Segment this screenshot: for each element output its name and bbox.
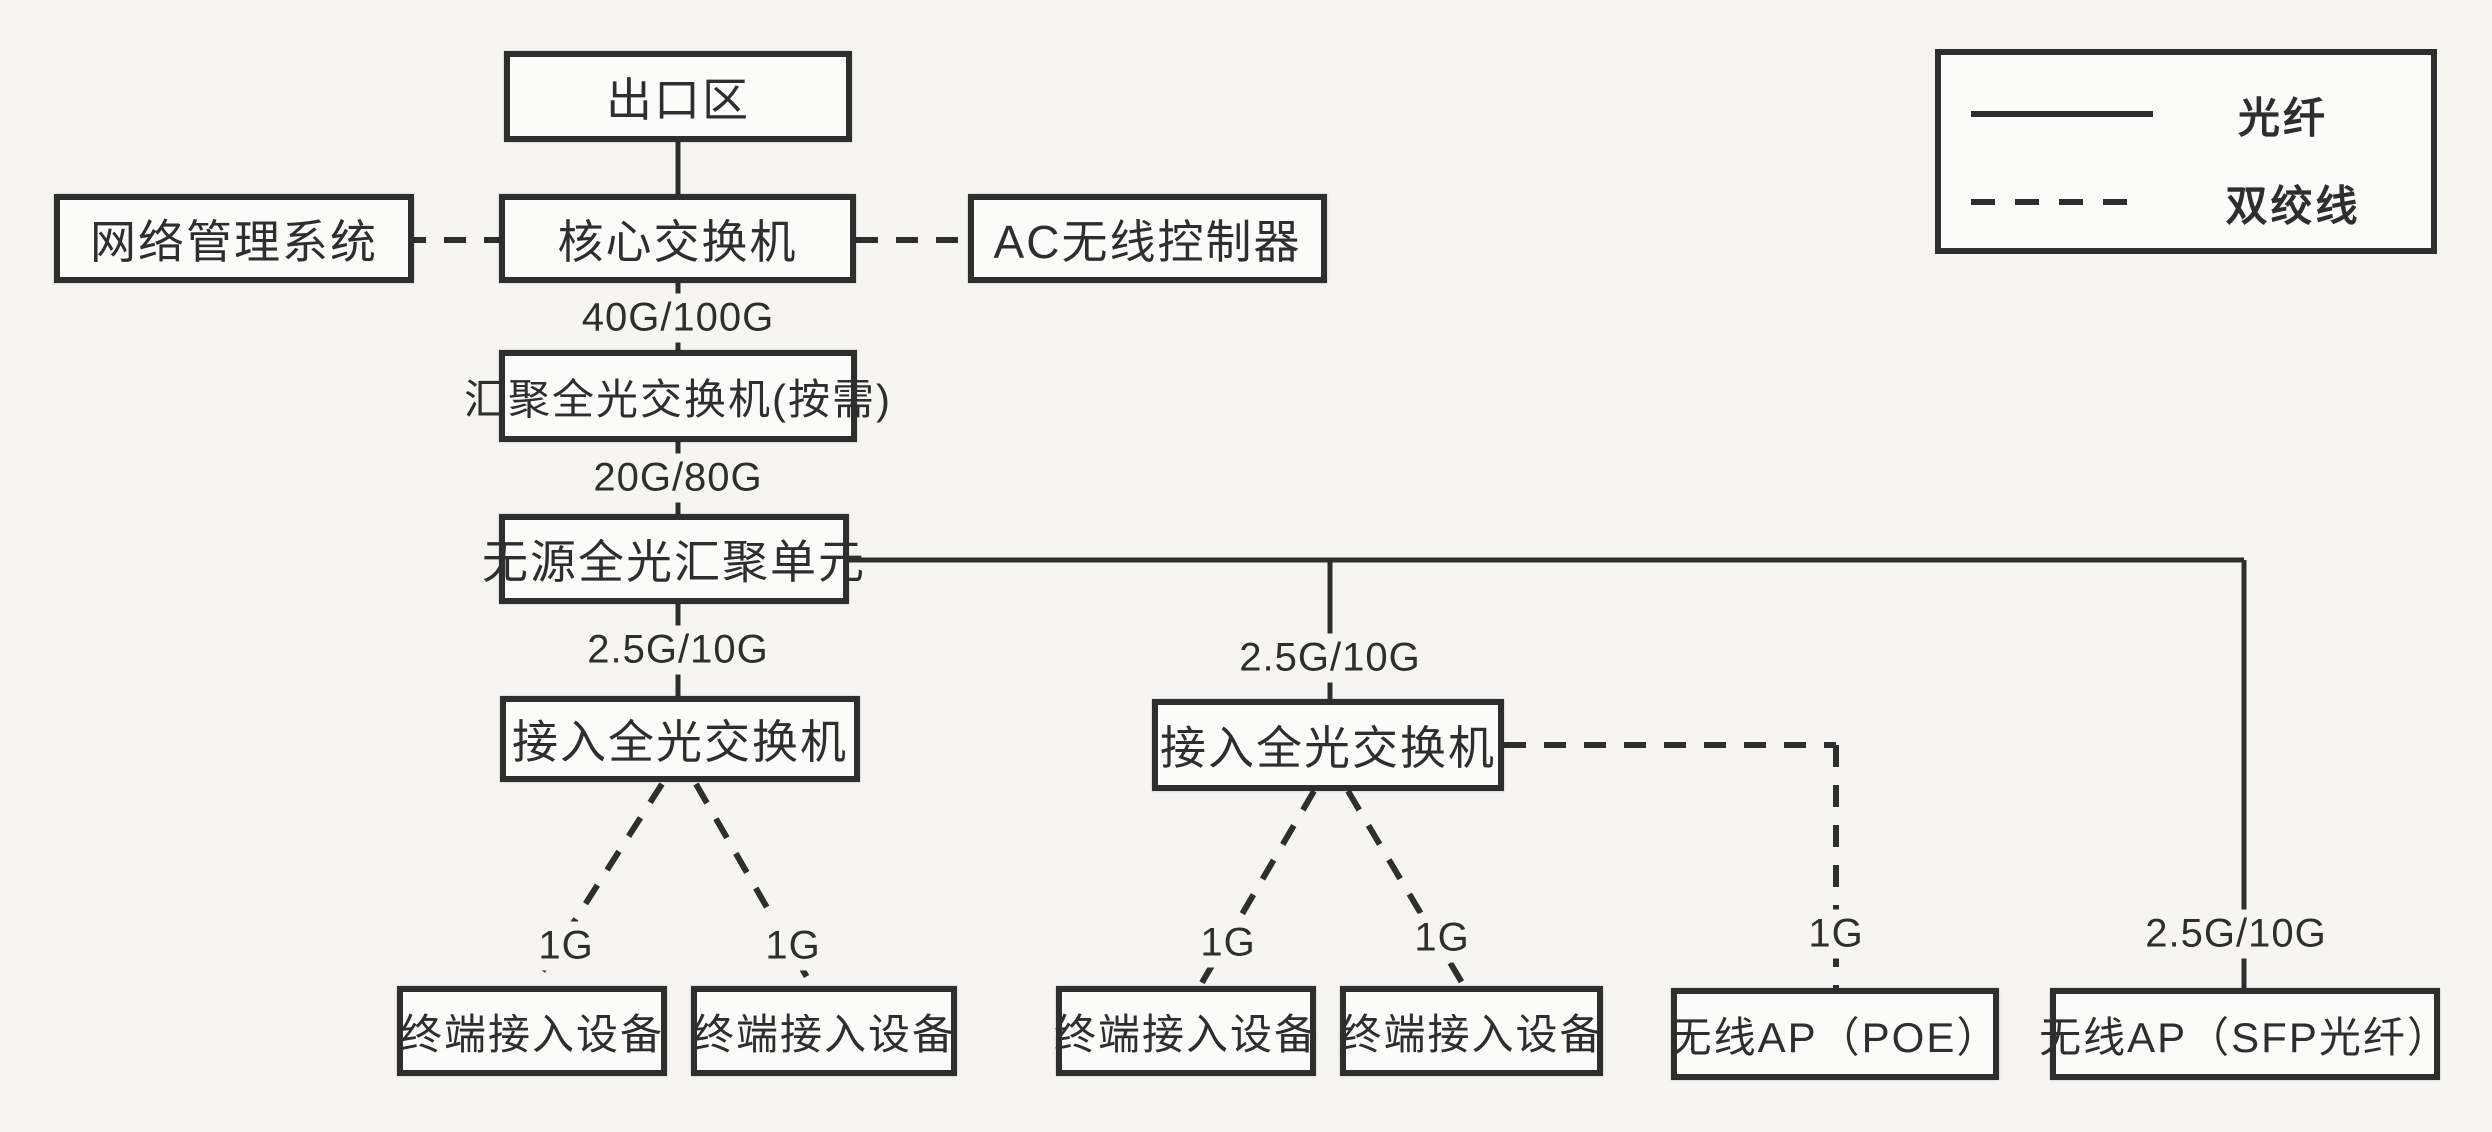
node-access-switch-1: 接入全光交换机: [500, 696, 860, 782]
legend-fiber-label: 光纤: [2237, 94, 2329, 142]
bandwidth-label-core-agg: 40G/100G: [571, 293, 785, 343]
twisted-pair-line-sample: [1971, 199, 2133, 205]
node-exit-zone-label: 出口区: [606, 73, 750, 126]
node-ac-controller-label: AC无线控制器: [993, 215, 1302, 268]
node-access-switch-2: 接入全光交换机: [1152, 699, 1504, 791]
node-passive-unit: 无源全光汇聚单元: [482, 514, 864, 604]
bandwidth-label-access1: 2.5G/10G: [577, 625, 779, 675]
node-core-switch: 核心交换机: [499, 194, 856, 283]
node-terminal-2: 终端接入设备: [691, 986, 957, 1076]
node-exit-zone: 出口区: [504, 51, 852, 142]
node-terminal-1: 终端接入设备: [397, 986, 667, 1076]
bandwidth-label-ap-poe: 1G: [1798, 909, 1874, 959]
node-ac-controller: AC无线控制器: [968, 194, 1327, 283]
node-terminal-3: 终端接入设备: [1054, 986, 1319, 1076]
node-access-switch-1-label: 接入全光交换机: [512, 716, 848, 768]
bandwidth-label-terminal3: 1G: [1190, 918, 1266, 968]
node-core-switch-label: 核心交换机: [557, 215, 798, 268]
bandwidth-label-terminal2: 1G: [755, 921, 831, 971]
node-access-switch-2-label: 接入全光交换机: [1160, 722, 1496, 774]
legend: 光纤 双绞线: [1935, 49, 2437, 254]
node-passive-unit-label: 无源全光汇聚单元: [482, 536, 866, 588]
node-ap-sfp: 无线AP（SFP光纤）: [2039, 988, 2449, 1080]
legend-twisted-pair-label: 双绞线: [2225, 182, 2361, 230]
node-terminal-4: 终端接入设备: [1340, 986, 1603, 1076]
node-agg-switch-label: 汇聚全光交换机(按需): [464, 375, 892, 423]
node-terminal-1-label: 终端接入设备: [400, 1010, 665, 1058]
node-ap-poe-label: 无线AP（POE）: [1669, 1013, 2001, 1061]
fiber-line-sample: [1971, 111, 2153, 117]
node-nms-label: 网络管理系统: [90, 215, 378, 268]
bandwidth-label-terminal1: 1G: [528, 921, 604, 971]
bandwidth-label-agg-passive: 20G/80G: [583, 453, 773, 503]
node-ap-sfp-label: 无线AP（SFP光纤）: [2039, 1013, 2451, 1061]
node-nms: 网络管理系统: [54, 194, 414, 283]
node-terminal-2-label: 终端接入设备: [692, 1010, 957, 1058]
bandwidth-label-access2: 2.5G/10G: [1229, 633, 1431, 683]
bandwidth-label-ap-sfp: 2.5G/10G: [2135, 909, 2337, 959]
node-terminal-3-label: 终端接入设备: [1054, 1010, 1319, 1058]
bandwidth-label-terminal4: 1G: [1404, 913, 1480, 963]
node-agg-switch: 汇聚全光交换机(按需): [464, 350, 890, 442]
node-ap-poe: 无线AP（POE）: [1669, 988, 2001, 1080]
node-terminal-4-label: 终端接入设备: [1339, 1010, 1604, 1058]
